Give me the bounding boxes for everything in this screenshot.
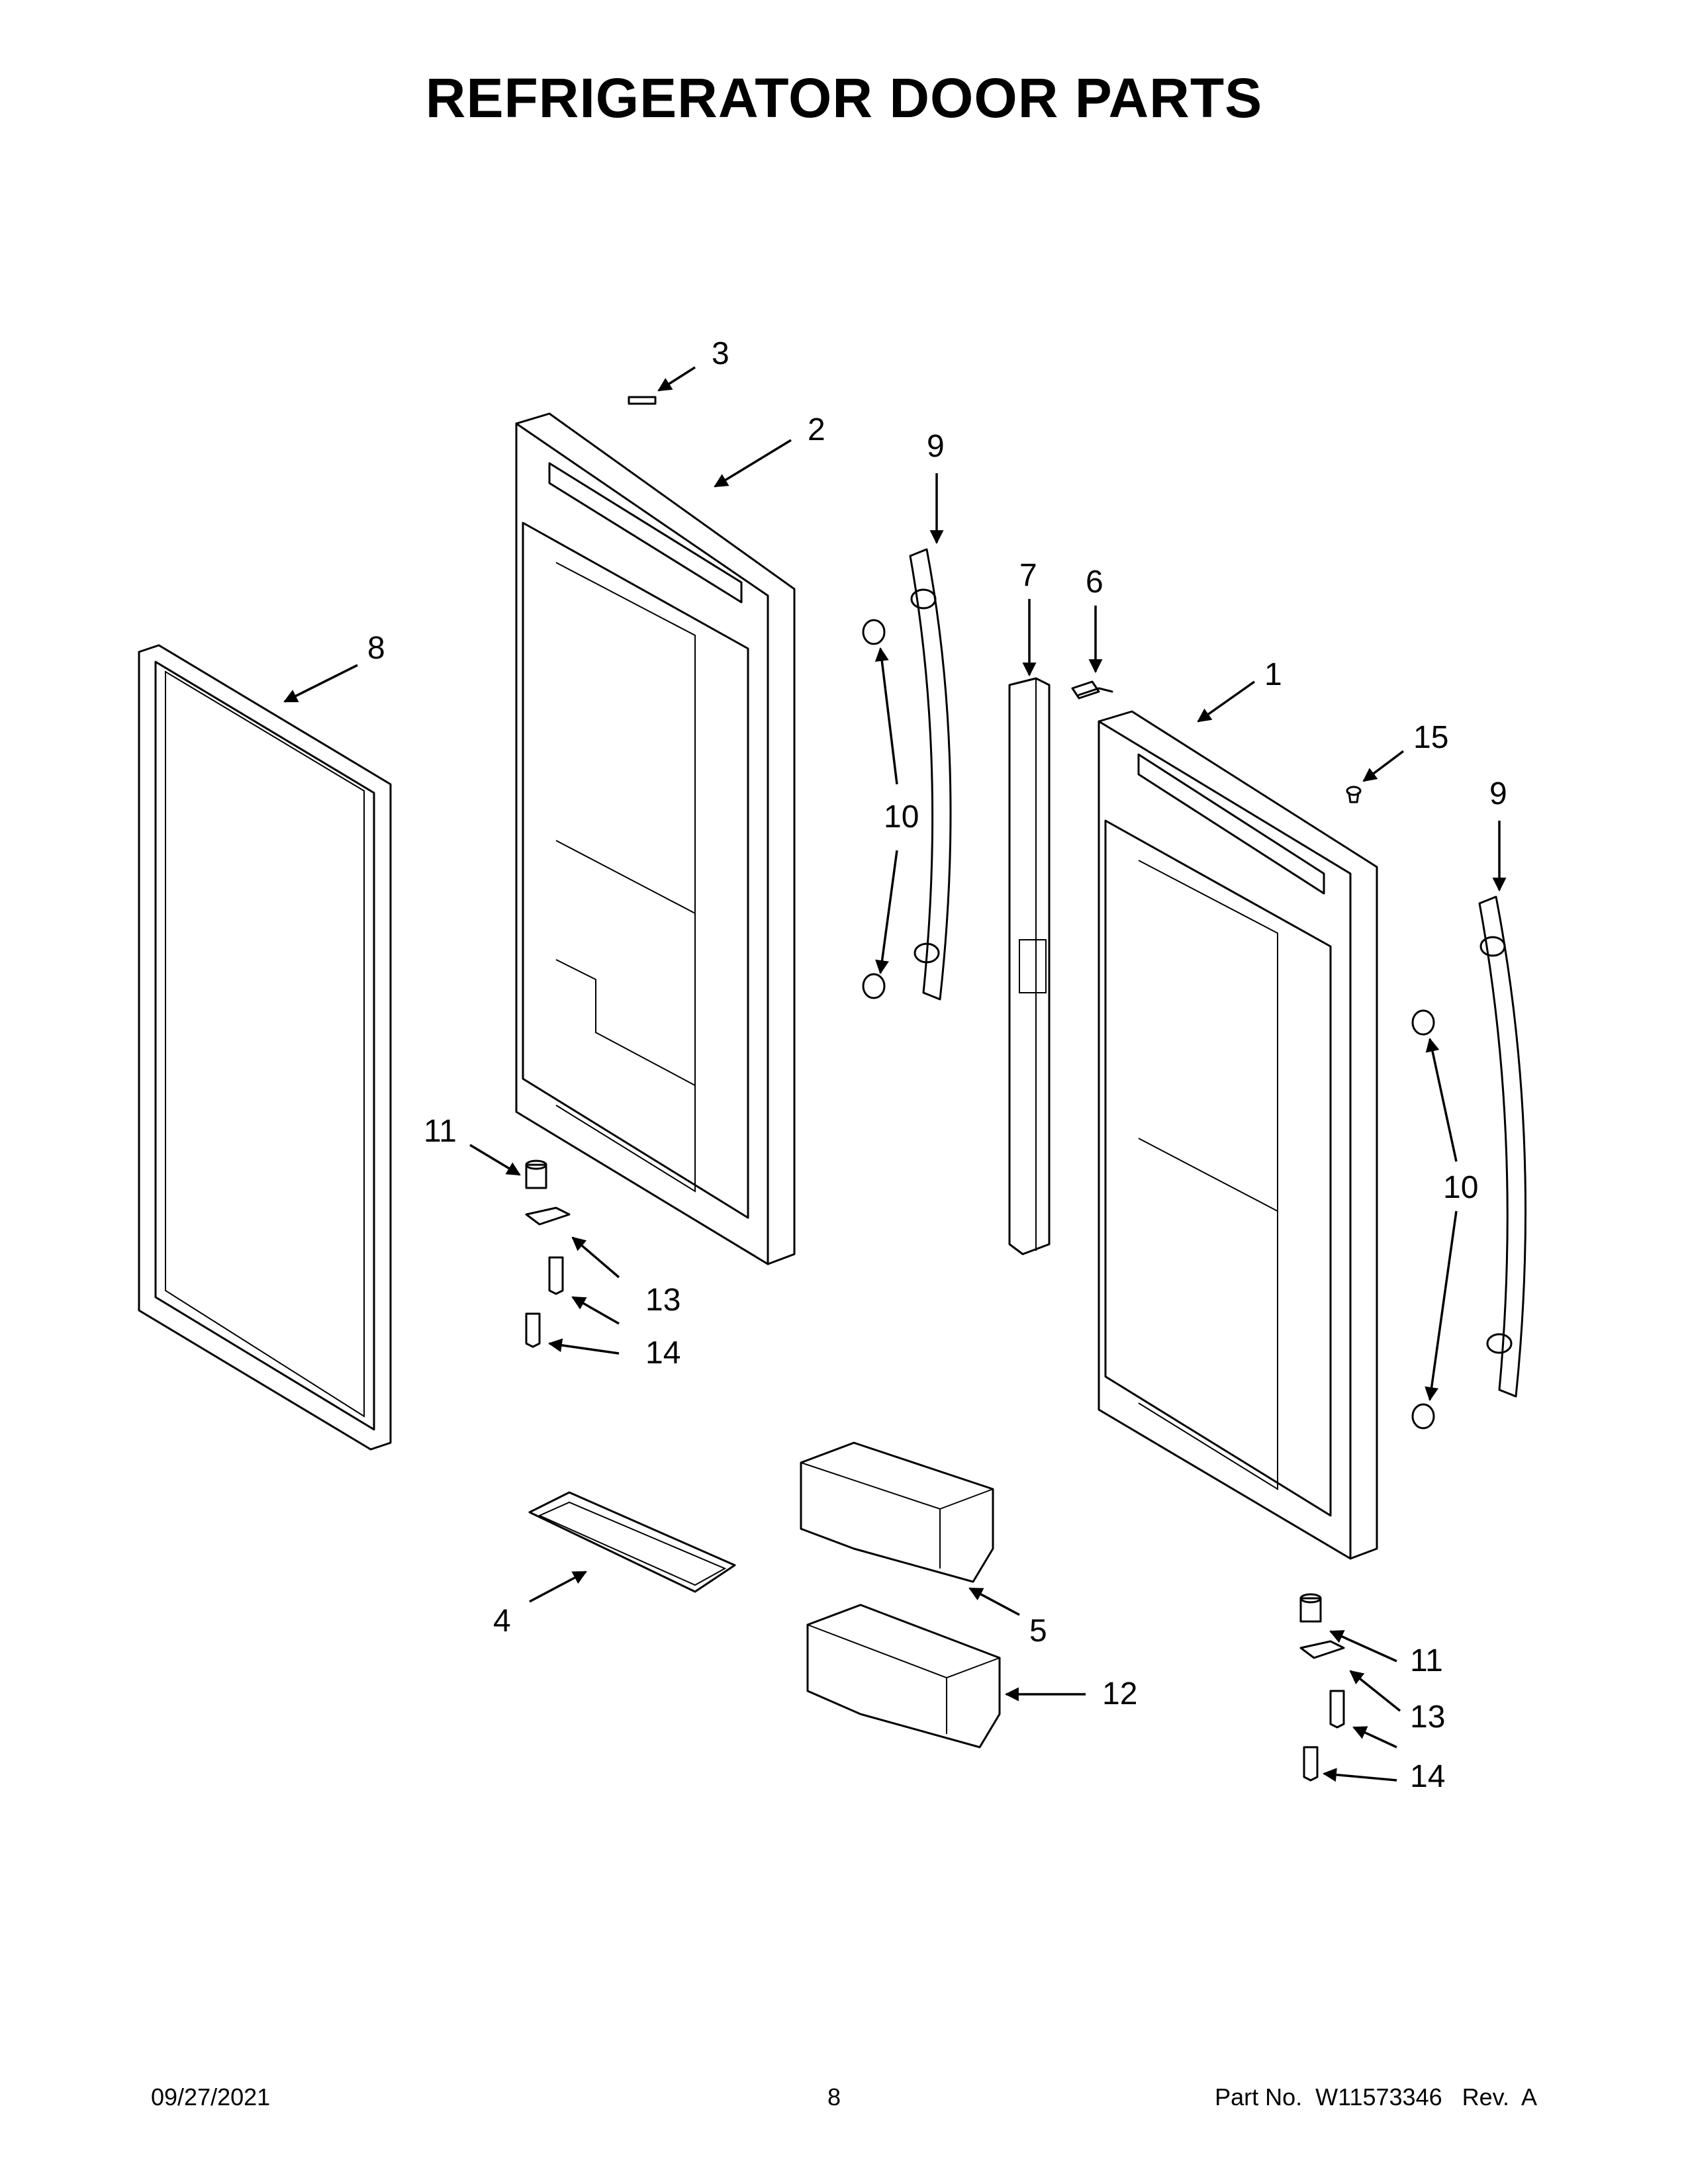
callout-15: 15 [1413, 720, 1448, 755]
callout-3: 3 [712, 336, 729, 371]
callout-4: 4 [493, 1604, 511, 1639]
left-door-part-2 [515, 412, 796, 1265]
callout-7: 7 [1019, 558, 1037, 593]
door-bin-part-12 [806, 1604, 1001, 1749]
callout-11-right: 11 [1410, 1643, 1443, 1678]
callout-11-left: 11 [424, 1114, 457, 1149]
right-handle-studs-part-10 [1411, 1009, 1435, 1430]
door-gasket-part-8 [138, 644, 392, 1451]
callout-1: 1 [1264, 657, 1282, 692]
footer-date: 09/27/2021 [151, 2083, 271, 2111]
callout-5: 5 [1029, 1614, 1047, 1649]
callout-10-left: 10 [884, 799, 919, 835]
right-door-part-1 [1098, 710, 1378, 1560]
leader-lines [283, 366, 1507, 1782]
page-title: REFRIGERATOR DOOR PARTS [425, 67, 1263, 129]
callout-labels: 3 2 9 7 6 8 1 15 9 10 10 11 13 14 4 5 12… [367, 336, 1507, 1794]
right-handle-part-9 [1478, 895, 1527, 1398]
left-handle-studs-part-10 [862, 619, 886, 999]
footer-page-number: 8 [827, 2083, 841, 2111]
callout-6: 6 [1086, 565, 1103, 600]
shelf-part-4 [528, 1491, 736, 1593]
callout-8: 8 [367, 631, 385, 666]
tape-strip-part-3 [628, 396, 657, 405]
screw-part-6 [1071, 680, 1113, 700]
callout-14-right: 14 [1410, 1759, 1445, 1794]
right-hinge-hardware [1299, 1593, 1345, 1782]
footer-part-number: Part No. W11573346 Rev. A [1215, 2083, 1537, 2111]
callout-9-left: 9 [927, 429, 945, 464]
center-mullion-part-7 [1008, 677, 1051, 1255]
left-hinge-hardware [525, 1160, 571, 1348]
callout-2: 2 [808, 412, 825, 447]
callout-10-right: 10 [1443, 1170, 1478, 1205]
callout-14-left: 14 [645, 1336, 680, 1371]
callout-12: 12 [1102, 1676, 1137, 1711]
callout-9-right: 9 [1489, 776, 1507, 811]
small-screw-part-15 [1346, 786, 1362, 803]
door-bin-part-5 [800, 1441, 994, 1583]
callout-13-right: 13 [1410, 1700, 1445, 1735]
left-handle-part-9 [909, 548, 952, 1001]
callout-13-left: 13 [645, 1283, 680, 1318]
